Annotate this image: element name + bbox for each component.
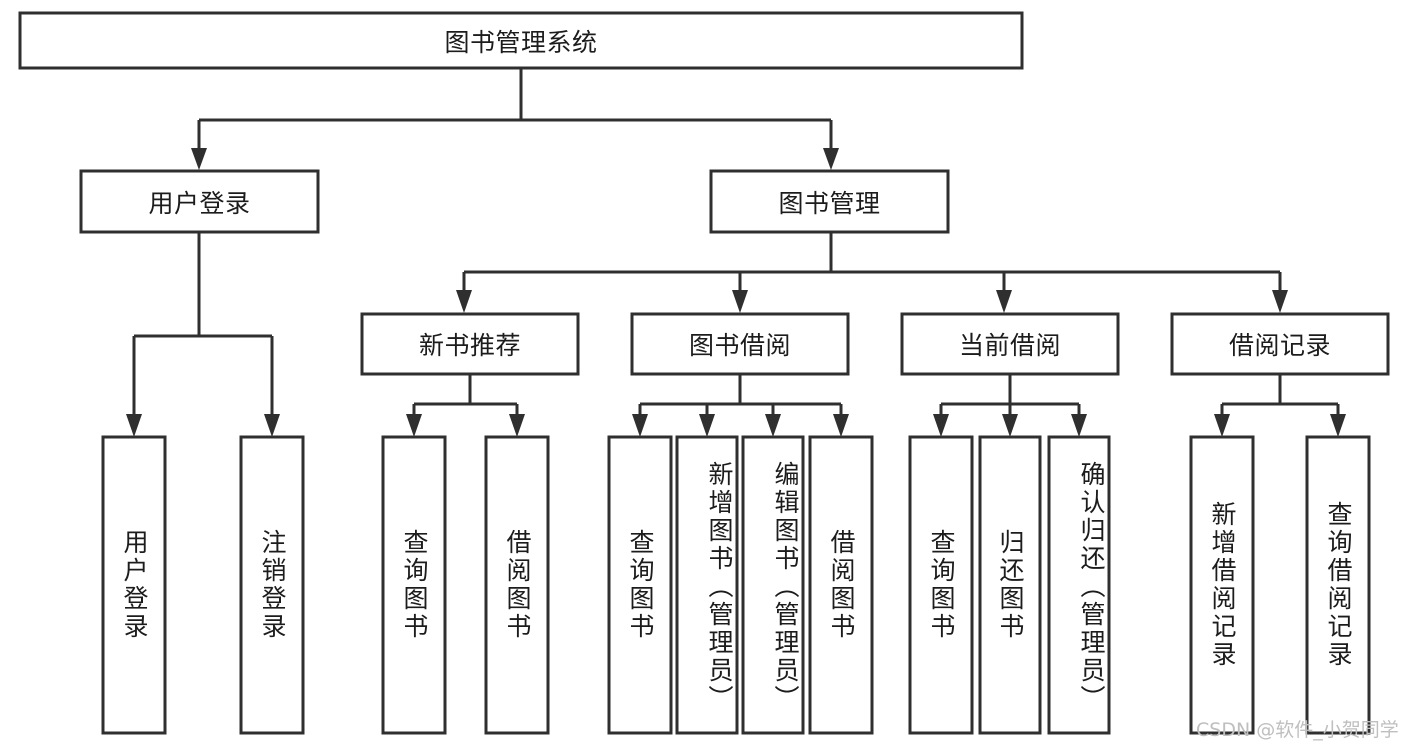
arrow-current-borrow-leaf-2: [1002, 414, 1018, 437]
arrow-user-login-leaf-2: [264, 414, 280, 437]
leaf-box-current-borrow-1[interactable]: [908, 435, 974, 735]
node-box-root[interactable]: [18, 11, 1024, 70]
leaf-box-user-login-1[interactable]: [101, 435, 167, 735]
arrow-book-mgmt-to-book-borrow: [732, 290, 748, 313]
node-box-current-borrow[interactable]: [900, 312, 1120, 376]
arrow-root-to-book-mgmt: [823, 148, 839, 170]
arrow-current-borrow-leaf-1: [933, 414, 949, 437]
leaf-box-book-borrow-4[interactable]: [808, 435, 874, 735]
leaf-box-borrow-record-1[interactable]: [1189, 435, 1255, 735]
leaf-box-book-borrow-1[interactable]: [607, 435, 673, 735]
arrow-user-login-leaf-1: [126, 414, 142, 437]
arrow-borrow-record-leaf-2: [1330, 414, 1346, 437]
leaf-box-borrow-record-2[interactable]: [1305, 435, 1371, 735]
arrow-new-book-leaf-2: [509, 414, 525, 437]
arrow-root-to-user-login: [191, 148, 207, 170]
node-box-borrow-record[interactable]: [1170, 312, 1390, 376]
arrow-current-borrow-leaf-3: [1071, 414, 1087, 437]
leaf-box-new-book-2[interactable]: [484, 435, 550, 735]
node-box-new-book[interactable]: [360, 312, 580, 376]
leaf-box-user-login-2[interactable]: [239, 435, 305, 735]
leaf-box-book-borrow-2[interactable]: [675, 435, 739, 735]
node-box-user-login[interactable]: [79, 169, 320, 234]
leaf-box-new-book-1[interactable]: [381, 435, 447, 735]
leaf-box-book-borrow-3[interactable]: [741, 435, 805, 735]
arrow-book-mgmt-to-current-borrow: [996, 290, 1012, 313]
arrow-book-borrow-leaf-1: [632, 414, 648, 437]
arrow-book-borrow-leaf-4: [833, 414, 849, 437]
leaf-box-current-borrow-3[interactable]: [1047, 435, 1111, 735]
node-box-book-borrow[interactable]: [630, 312, 850, 376]
arrow-new-book-leaf-1: [406, 414, 422, 437]
arrow-book-mgmt-to-new-book: [456, 290, 472, 313]
leaf-box-current-borrow-2[interactable]: [978, 435, 1042, 735]
node-box-book-management[interactable]: [709, 169, 950, 234]
arrow-book-borrow-leaf-3: [765, 414, 781, 437]
arrow-book-borrow-leaf-2: [699, 414, 715, 437]
arrow-borrow-record-leaf-1: [1214, 414, 1230, 437]
arrow-book-mgmt-to-borrow-record: [1272, 290, 1288, 313]
